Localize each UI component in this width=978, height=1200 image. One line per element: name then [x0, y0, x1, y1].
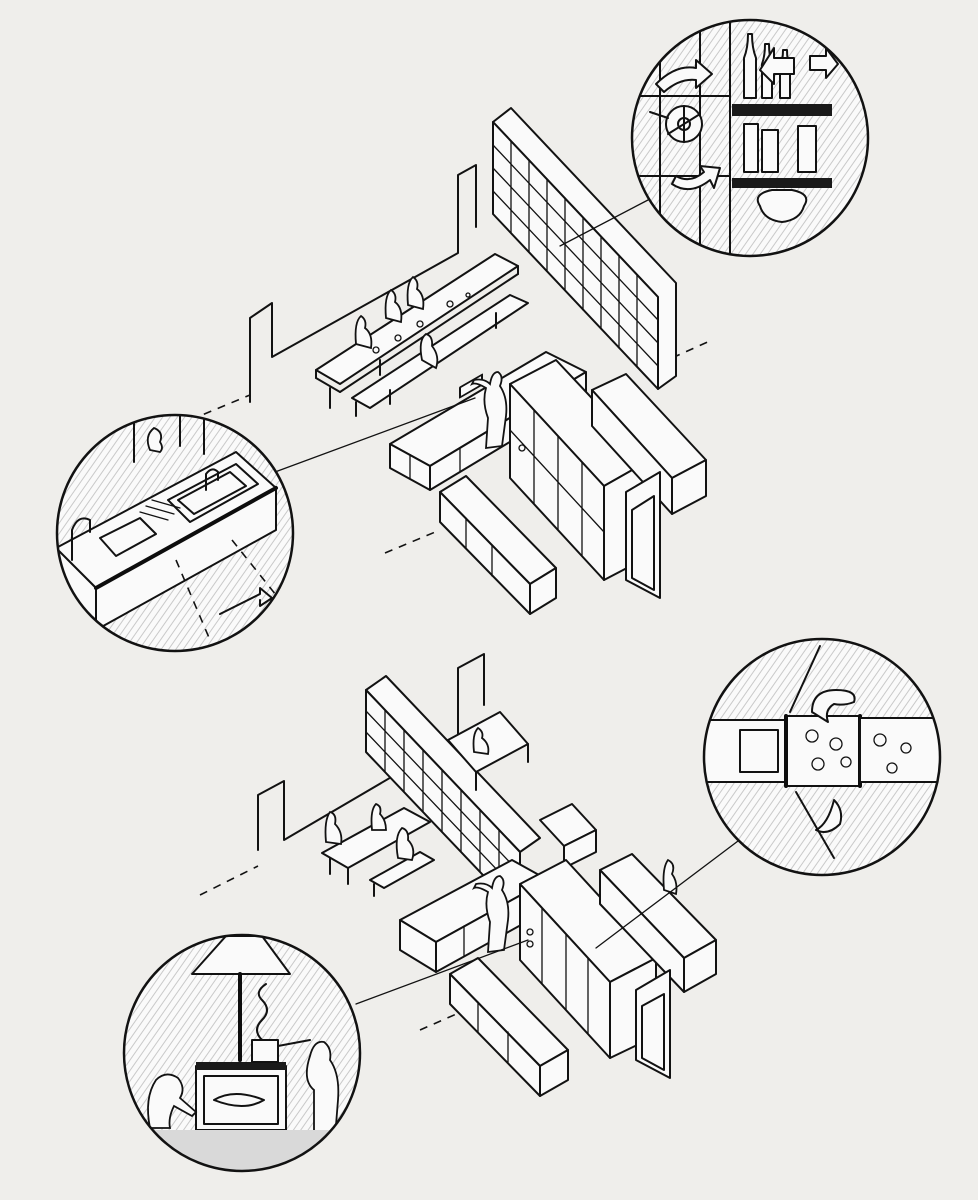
- lower-leader-partition: [595, 837, 743, 949]
- steam-icon: [256, 983, 268, 1041]
- faucet-icon: [71, 468, 219, 561]
- upper-cabinet-blocks: [509, 359, 707, 599]
- lower-cabinet-blocks: [519, 853, 717, 1079]
- callout-partition-detail: [702, 637, 942, 877]
- vase-icon: [756, 189, 808, 223]
- upper-dining-table: [315, 253, 529, 417]
- lower-side-counter: [539, 803, 597, 869]
- upper-scene: [189, 107, 713, 615]
- lower-leader-cooking: [355, 939, 529, 1005]
- wheel-icon: [649, 105, 703, 143]
- upper-low-block: [439, 475, 557, 615]
- lower-bookshelf-wall: [365, 675, 541, 915]
- callout-sink-detail: [55, 413, 295, 653]
- lower-low-block: [449, 957, 569, 1097]
- upper-leader-bookshelf: [559, 199, 649, 247]
- callout-cooking-detail: [122, 933, 362, 1173]
- lower-scene: [199, 653, 743, 1097]
- callout-bookshelf-detail: [630, 18, 870, 258]
- lower-desk: [447, 711, 529, 791]
- upper-back-walls: [189, 164, 713, 554]
- upper-leader-sink: [274, 397, 476, 473]
- upper-seated-figures: [354, 275, 471, 370]
- lower-dining-table: [321, 802, 435, 897]
- arrow-icon: [655, 47, 839, 191]
- person-icon: [147, 1040, 340, 1151]
